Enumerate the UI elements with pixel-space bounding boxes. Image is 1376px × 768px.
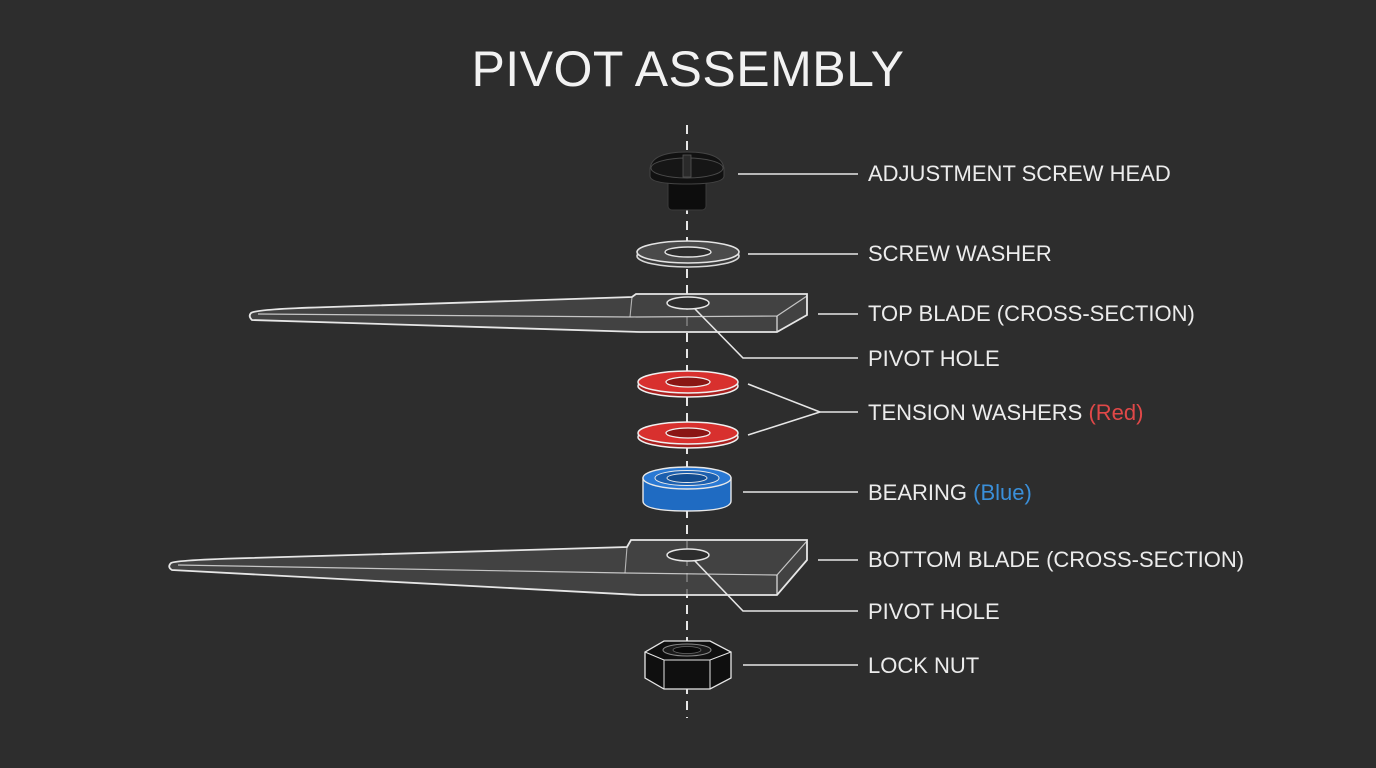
top-blade bbox=[248, 293, 808, 333]
bottom-blade bbox=[168, 539, 808, 596]
leader-bottom-pivot-hole bbox=[694, 560, 858, 612]
label-bottom-pivot-hole: PIVOT HOLE bbox=[868, 599, 1000, 624]
label-bearing-note: (Blue) bbox=[973, 480, 1032, 505]
lock-nut bbox=[644, 640, 732, 690]
label-top-pivot-hole: PIVOT HOLE bbox=[868, 346, 1000, 371]
label-tension-washers-text: TENSION WASHERS bbox=[868, 400, 1083, 425]
label-bottom-blade: BOTTOM BLADE (CROSS-SECTION) bbox=[868, 547, 1245, 572]
leader-tension-upper bbox=[747, 383, 821, 413]
label-bearing-text: BEARING bbox=[868, 480, 968, 505]
tension-washer-lower bbox=[637, 421, 739, 449]
screw-washer bbox=[636, 240, 740, 268]
label-tension-washers-note: (Red) bbox=[1088, 400, 1144, 425]
adjustment-screw-head bbox=[649, 151, 725, 211]
label-tension-washers: TENSION WASHERS (Red) bbox=[868, 400, 1143, 426]
leader-tension-lower bbox=[747, 411, 821, 436]
leader-top-pivot-hole bbox=[694, 308, 858, 359]
bearing bbox=[642, 466, 732, 512]
leader-lines bbox=[694, 173, 858, 666]
bottom-pivot-hole bbox=[666, 548, 710, 562]
top-pivot-hole bbox=[666, 296, 710, 310]
label-screw-washer: SCREW WASHER bbox=[868, 241, 1052, 266]
diagram-title: PIVOT ASSEMBLY bbox=[471, 41, 905, 97]
tension-washer-upper bbox=[637, 370, 739, 398]
label-lock-nut: LOCK NUT bbox=[868, 653, 980, 678]
label-top-blade: TOP BLADE (CROSS-SECTION) bbox=[868, 301, 1195, 326]
label-adjustment-screw-head: ADJUSTMENT SCREW HEAD bbox=[868, 161, 1171, 186]
label-bearing: BEARING (Blue) bbox=[868, 480, 1032, 506]
